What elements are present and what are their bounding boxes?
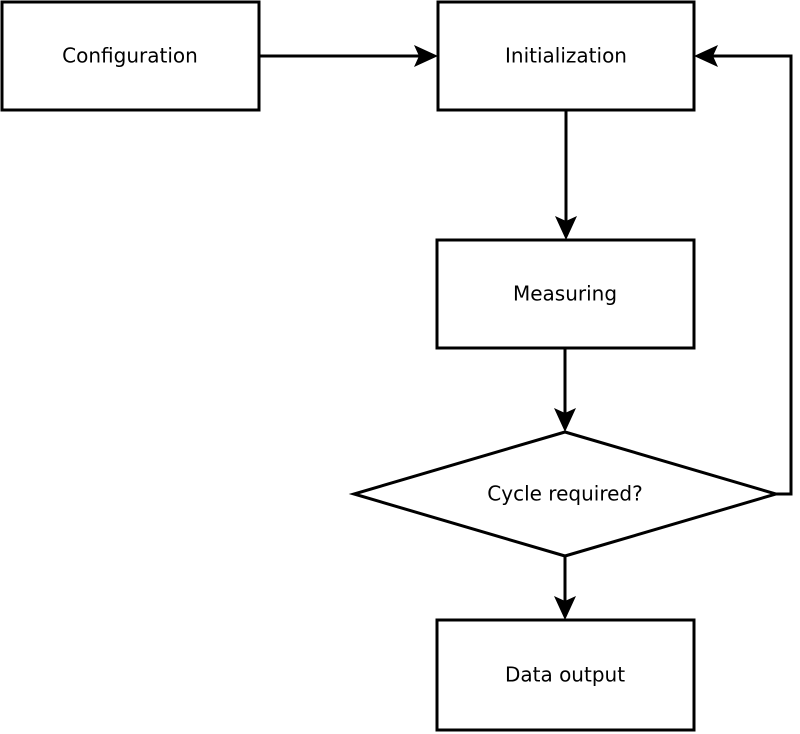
arrow-head-icon-configuration-to-initialization [414, 45, 438, 67]
edge-initialization-to-measuring [555, 110, 577, 240]
node-configuration[interactable]: Configuration [0, 0, 261, 112]
node-shape-data-output[interactable] [435, 618, 696, 732]
edge-configuration-to-initialization [259, 45, 438, 67]
edge-cycle-required-to-initialization-feedback [694, 45, 793, 496]
node-shape-cycle-required[interactable] [348, 430, 782, 558]
edge-line-cycle-required-to-initialization-feedback [706, 54, 793, 496]
edge-measuring-to-cycle-required [554, 348, 576, 432]
node-cycle-required[interactable]: Cycle required? [348, 430, 782, 558]
node-shape-measuring[interactable] [435, 238, 696, 350]
node-label-cycle-required: Cycle required? [487, 482, 642, 506]
node-label-configuration: Configuration [62, 44, 198, 68]
edge-cycle-required-to-data-output [554, 556, 576, 620]
node-data-output[interactable]: Data output [435, 618, 696, 732]
arrow-head-icon-feedback-to-initialization [694, 45, 718, 67]
arrow-head-icon-initialization-to-measuring [555, 216, 577, 240]
node-shape-configuration[interactable] [0, 0, 261, 112]
node-label-measuring: Measuring [513, 282, 617, 306]
node-shape-initialization[interactable] [436, 0, 696, 112]
arrow-head-icon-cycle-required-to-data-output [554, 596, 576, 620]
arrow-head-icon-measuring-to-cycle-required [554, 408, 576, 432]
node-label-initialization: Initialization [505, 44, 627, 68]
node-label-data-output: Data output [505, 663, 625, 687]
node-measuring[interactable]: Measuring [435, 238, 696, 350]
node-initialization[interactable]: Initialization [436, 0, 696, 112]
